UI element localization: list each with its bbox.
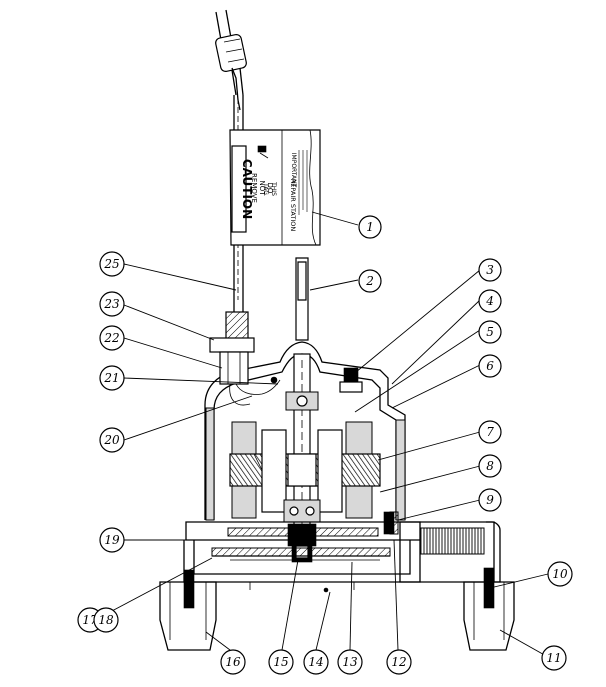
callout-10: 10: [547, 561, 573, 587]
callout-4: 4: [478, 289, 502, 313]
terminal-block: [339, 367, 363, 393]
callout-8: 8: [478, 454, 502, 478]
callout-3: 3: [478, 258, 502, 282]
volute-base: [183, 540, 421, 593]
callout-6: 6: [478, 354, 502, 378]
callout-1: 1: [358, 215, 382, 239]
repair-station-label: REPAIR STATION: [289, 179, 297, 232]
callout-22: 22: [99, 325, 125, 351]
impeller: [211, 547, 391, 561]
svg-text:7: 7: [486, 425, 494, 439]
svg-text:9: 9: [486, 493, 494, 507]
svg-text:16: 16: [225, 655, 241, 669]
svg-text:18: 18: [98, 613, 114, 627]
callout-19: 19: [99, 527, 125, 553]
svg-text:11: 11: [546, 651, 561, 665]
pump-leg-right: [463, 567, 515, 651]
callout-7: 7: [478, 420, 502, 444]
svg-text:8: 8: [486, 459, 494, 473]
stator-core-left: [231, 421, 257, 519]
svg-text:12: 12: [391, 655, 406, 669]
svg-text:10: 10: [552, 567, 568, 581]
callout-21: 21: [99, 365, 125, 391]
cord-strain-relief: [209, 311, 255, 385]
callout-23: 23: [99, 291, 125, 317]
caution-label: CAUTION: [240, 159, 254, 219]
leader-lines: [109, 211, 549, 658]
stator-windings: [229, 453, 381, 487]
svg-text:6: 6: [486, 359, 494, 373]
svg-text:3: 3: [486, 263, 494, 277]
stator-core-right: [345, 421, 373, 519]
tag-line-do: DO: [266, 183, 274, 194]
rotor: [261, 429, 343, 513]
tag-line-not: NOT: [258, 180, 266, 196]
svg-text:20: 20: [103, 433, 120, 447]
callout-15: 15: [268, 649, 294, 675]
callout-11: 11: [541, 645, 567, 671]
tag-line-tag: TAG: [262, 182, 269, 195]
power-plug: [215, 9, 247, 111]
tag-icon: [257, 145, 269, 159]
callout-2: 2: [358, 269, 382, 293]
important-label: IMPORTANT: [290, 153, 297, 188]
tag-line-remove: REMOVE: [250, 173, 258, 203]
svg-text:23: 23: [103, 297, 120, 311]
o-ring: [383, 511, 399, 535]
callout-14: 14: [303, 649, 329, 675]
callout-18: 18: [93, 607, 119, 633]
caution-tag: CAUTION DO NOT REMOVE THIS TAG IMPORTANT…: [229, 129, 321, 246]
motor-wiring: [229, 376, 281, 406]
svg-text:19: 19: [104, 533, 120, 547]
callout-12: 12: [386, 649, 412, 675]
svg-text:15: 15: [273, 655, 288, 669]
float-switch-arm: [295, 257, 309, 341]
callout-9: 9: [478, 488, 502, 512]
upper-bearing: [285, 391, 319, 411]
svg-text:14: 14: [308, 655, 323, 669]
callout-20: 20: [99, 427, 125, 453]
tag-line-this: THIS: [270, 181, 277, 196]
callout-13: 13: [337, 649, 363, 675]
pump-leg-left: [159, 569, 217, 651]
svg-text:5: 5: [486, 325, 494, 339]
svg-text:22: 22: [103, 331, 119, 345]
svg-text:25: 25: [103, 257, 119, 271]
callout-5: 5: [478, 320, 502, 344]
svg-text:4: 4: [485, 294, 494, 308]
svg-text:2: 2: [365, 274, 374, 288]
lower-bearing: [283, 499, 321, 523]
svg-text:21: 21: [103, 371, 119, 385]
discharge-outlet: [399, 521, 501, 583]
svg-text:1: 1: [366, 220, 374, 234]
callout-25: 25: [99, 251, 125, 277]
callout-16: 16: [220, 649, 246, 675]
svg-text:13: 13: [342, 655, 358, 669]
